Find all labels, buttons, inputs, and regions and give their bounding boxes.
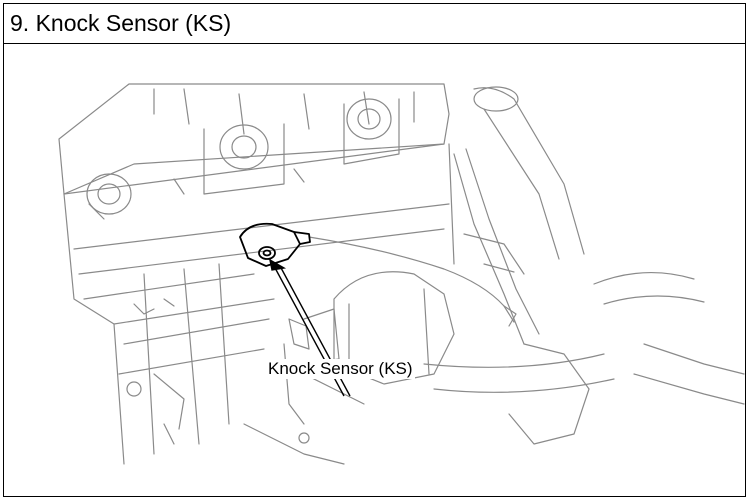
intake-pipe — [473, 87, 585, 255]
title-bar: 9. Knock Sensor (KS) — [4, 4, 745, 44]
engine-block-outline — [63, 143, 455, 465]
page-title: 9. Knock Sensor (KS) — [10, 10, 232, 36]
engine-illustration — [58, 83, 745, 465]
spark-plug-boss-2 — [219, 124, 269, 170]
figure-frame: 9. Knock Sensor (KS) — [3, 3, 746, 497]
starter-motor — [333, 271, 455, 385]
knock-sensor — [239, 222, 311, 267]
knock-sensor-label: Knock Sensor (KS) — [266, 359, 415, 379]
spark-plug-boss-3 — [346, 98, 392, 140]
valve-cover-outline — [58, 83, 450, 195]
sensor-harness — [308, 236, 515, 323]
spark-plug-boss-1 — [86, 173, 132, 215]
